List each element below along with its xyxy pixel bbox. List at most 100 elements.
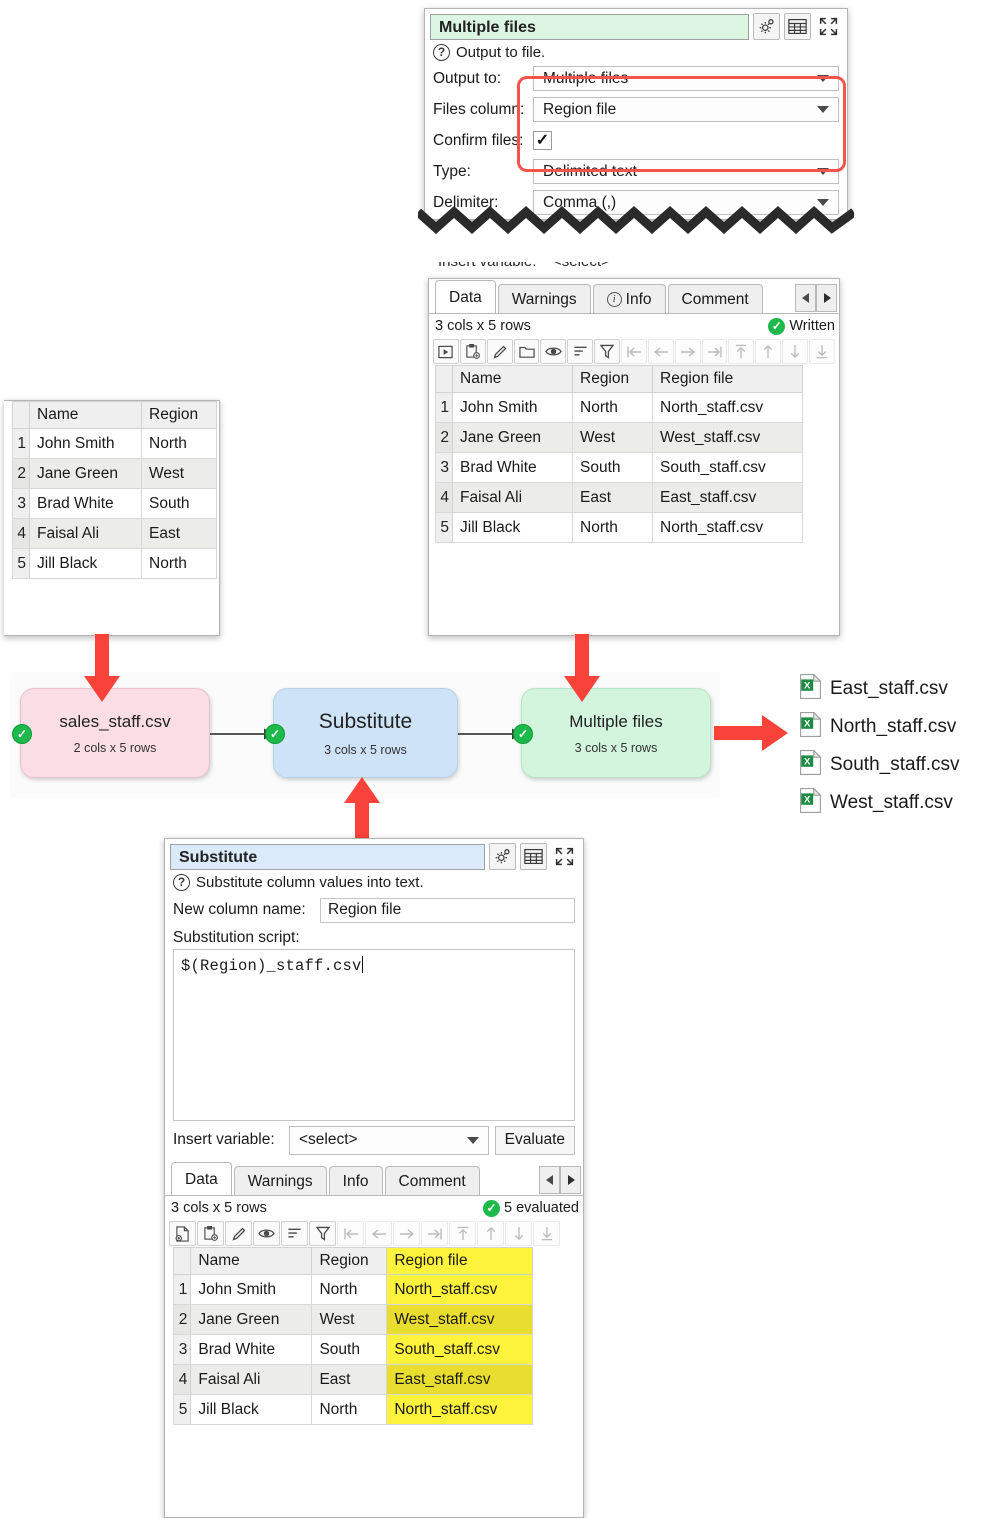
source-data-grid[interactable]: Name Region 1 John Smith North 2 Jane Gr… xyxy=(12,401,217,579)
cell-name[interactable]: Faisal Ali xyxy=(29,518,142,549)
new-document-icon[interactable] xyxy=(169,1221,196,1246)
cell-region[interactable]: North xyxy=(572,392,653,423)
column-header-region[interactable]: Region xyxy=(141,401,217,429)
cell-region[interactable]: West xyxy=(141,458,217,489)
table-row[interactable]: 3 Brad White South South_staff.csv xyxy=(172,1334,533,1365)
table-row[interactable]: 2 Jane Green West xyxy=(12,458,217,489)
output-to-select[interactable]: Multiple files xyxy=(533,66,839,91)
table-row[interactable]: 3 Brad White South xyxy=(12,488,217,519)
table-row[interactable]: 1 John Smith North North_staff.csv xyxy=(435,392,803,423)
settings-gear-icon[interactable] xyxy=(489,843,516,870)
cell-region[interactable]: East xyxy=(311,1364,388,1395)
tab-comment[interactable]: Comment xyxy=(667,284,763,313)
cell-name[interactable]: Faisal Ali xyxy=(452,482,573,513)
cell-region[interactable]: South xyxy=(572,452,653,483)
cell-region[interactable]: East xyxy=(572,482,653,513)
cell-region-file[interactable]: North_staff.csv xyxy=(386,1274,533,1305)
view-eye-icon[interactable] xyxy=(253,1221,280,1246)
list-item[interactable]: X West_staff.csv xyxy=(800,784,1000,822)
tab-data[interactable]: Data xyxy=(171,1162,232,1195)
substitution-script-editor[interactable]: $(Region)_staff.csv xyxy=(173,949,575,1121)
table-row[interactable]: 2 Jane Green West West_staff.csv xyxy=(172,1304,533,1335)
folder-icon[interactable] xyxy=(513,339,540,364)
move-bottom-icon[interactable] xyxy=(533,1221,560,1246)
help-question-icon[interactable]: ? xyxy=(433,44,450,61)
column-header-name[interactable]: Name xyxy=(452,365,573,393)
table-row[interactable]: 1 John Smith North xyxy=(12,428,217,459)
column-header-region-file[interactable]: Region file xyxy=(386,1247,533,1275)
tab-warnings[interactable]: Warnings xyxy=(233,1166,327,1195)
tab-scroll-left-icon[interactable] xyxy=(539,1166,560,1194)
column-header-region[interactable]: Region xyxy=(572,365,653,393)
run-icon[interactable] xyxy=(433,339,459,364)
cell-region[interactable]: North xyxy=(311,1274,388,1305)
cell-region[interactable]: West xyxy=(311,1304,388,1335)
insert-variable-select[interactable]: <select> xyxy=(289,1125,489,1155)
new-column-name-input[interactable]: Region file xyxy=(320,897,575,923)
move-down-icon[interactable] xyxy=(505,1221,532,1246)
table-row[interactable]: 3 Brad White South South_staff.csv xyxy=(435,452,803,483)
table-view-icon[interactable] xyxy=(784,13,811,40)
tab-scroll-left-icon[interactable] xyxy=(795,284,816,312)
move-first-left-icon[interactable] xyxy=(621,339,647,364)
cell-name[interactable]: Brad White xyxy=(452,452,573,483)
cell-name[interactable]: Jane Green xyxy=(29,458,142,489)
cell-name[interactable]: Brad White xyxy=(29,488,142,519)
column-header-region[interactable]: Region xyxy=(311,1247,388,1275)
cell-region-file[interactable]: East_staff.csv xyxy=(652,482,803,513)
cell-name[interactable]: Jill Black xyxy=(452,512,573,543)
move-bottom-icon[interactable] xyxy=(809,339,835,364)
files-column-select[interactable]: Region file xyxy=(533,97,839,122)
cell-name[interactable]: John Smith xyxy=(452,392,573,423)
filter-icon[interactable] xyxy=(594,339,621,364)
substitute-data-grid[interactable]: Name Region Region file 1 John Smith Nor… xyxy=(172,1247,533,1425)
column-header-name[interactable]: Name xyxy=(29,401,142,429)
filter-icon[interactable] xyxy=(309,1221,336,1246)
cell-region-file[interactable]: North_staff.csv xyxy=(652,392,803,423)
cell-region[interactable]: East xyxy=(141,518,217,549)
cell-name[interactable]: Faisal Ali xyxy=(190,1364,313,1395)
copy-to-clipboard-icon[interactable] xyxy=(197,1221,224,1246)
cell-name[interactable]: Brad White xyxy=(190,1334,313,1365)
move-right-icon[interactable] xyxy=(674,339,701,364)
expand-icon[interactable] xyxy=(815,13,842,40)
flow-node-sales-staff-csv[interactable]: ✓ sales_staff.csv 2 cols x 5 rows xyxy=(12,688,210,778)
evaluate-button[interactable]: Evaluate xyxy=(494,1125,575,1155)
expand-icon[interactable] xyxy=(551,843,578,870)
cell-region[interactable]: South xyxy=(141,488,217,519)
sort-icon[interactable] xyxy=(281,1221,308,1246)
settings-gear-icon[interactable] xyxy=(753,13,780,40)
column-header-name[interactable]: Name xyxy=(190,1247,313,1275)
move-up-icon[interactable] xyxy=(755,339,782,364)
tab-info[interactable]: Info xyxy=(328,1166,383,1195)
edit-pencil-icon[interactable] xyxy=(486,339,513,364)
substitute-title-field[interactable]: Substitute xyxy=(170,843,485,870)
table-row[interactable]: 4 Faisal Ali East East_staff.csv xyxy=(172,1364,533,1395)
cell-region-file[interactable]: East_staff.csv xyxy=(386,1364,533,1395)
move-left-icon[interactable] xyxy=(647,339,674,364)
tab-comment[interactable]: Comment xyxy=(384,1166,480,1195)
table-row[interactable]: 5 Jill Black North North_staff.csv xyxy=(172,1394,533,1425)
table-row[interactable]: 1 John Smith North North_staff.csv xyxy=(172,1274,533,1305)
view-eye-icon[interactable] xyxy=(540,339,567,364)
cell-name[interactable]: John Smith xyxy=(29,428,142,459)
move-down-icon[interactable] xyxy=(782,339,809,364)
flow-node-multiple-files[interactable]: ✓ Multiple files 3 cols x 5 rows xyxy=(513,688,711,778)
table-row[interactable]: 2 Jane Green West West_staff.csv xyxy=(435,422,803,453)
cell-name[interactable]: Jane Green xyxy=(190,1304,313,1335)
move-top-icon[interactable] xyxy=(728,339,755,364)
cell-name[interactable]: Jill Black xyxy=(190,1394,313,1425)
cell-region-file[interactable]: South_staff.csv xyxy=(652,452,803,483)
flow-node-substitute[interactable]: ✓ Substitute 3 cols x 5 rows xyxy=(265,688,458,778)
cell-region[interactable]: North xyxy=(141,548,217,579)
table-row[interactable]: 5 Jill Black North xyxy=(12,548,217,579)
move-last-right-icon[interactable] xyxy=(421,1221,448,1246)
type-select[interactable]: Delimited text xyxy=(533,159,839,184)
cell-region-file[interactable]: North_staff.csv xyxy=(652,512,803,543)
tab-scroll-right-icon[interactable] xyxy=(816,284,837,312)
column-header-region-file[interactable]: Region file xyxy=(652,365,803,393)
output-panel-title-field[interactable]: Multiple files xyxy=(430,13,749,40)
delimiter-select[interactable]: Comma (,) xyxy=(533,190,839,215)
cell-name[interactable]: Jane Green xyxy=(452,422,573,453)
cell-region-file[interactable]: South_staff.csv xyxy=(386,1334,533,1365)
